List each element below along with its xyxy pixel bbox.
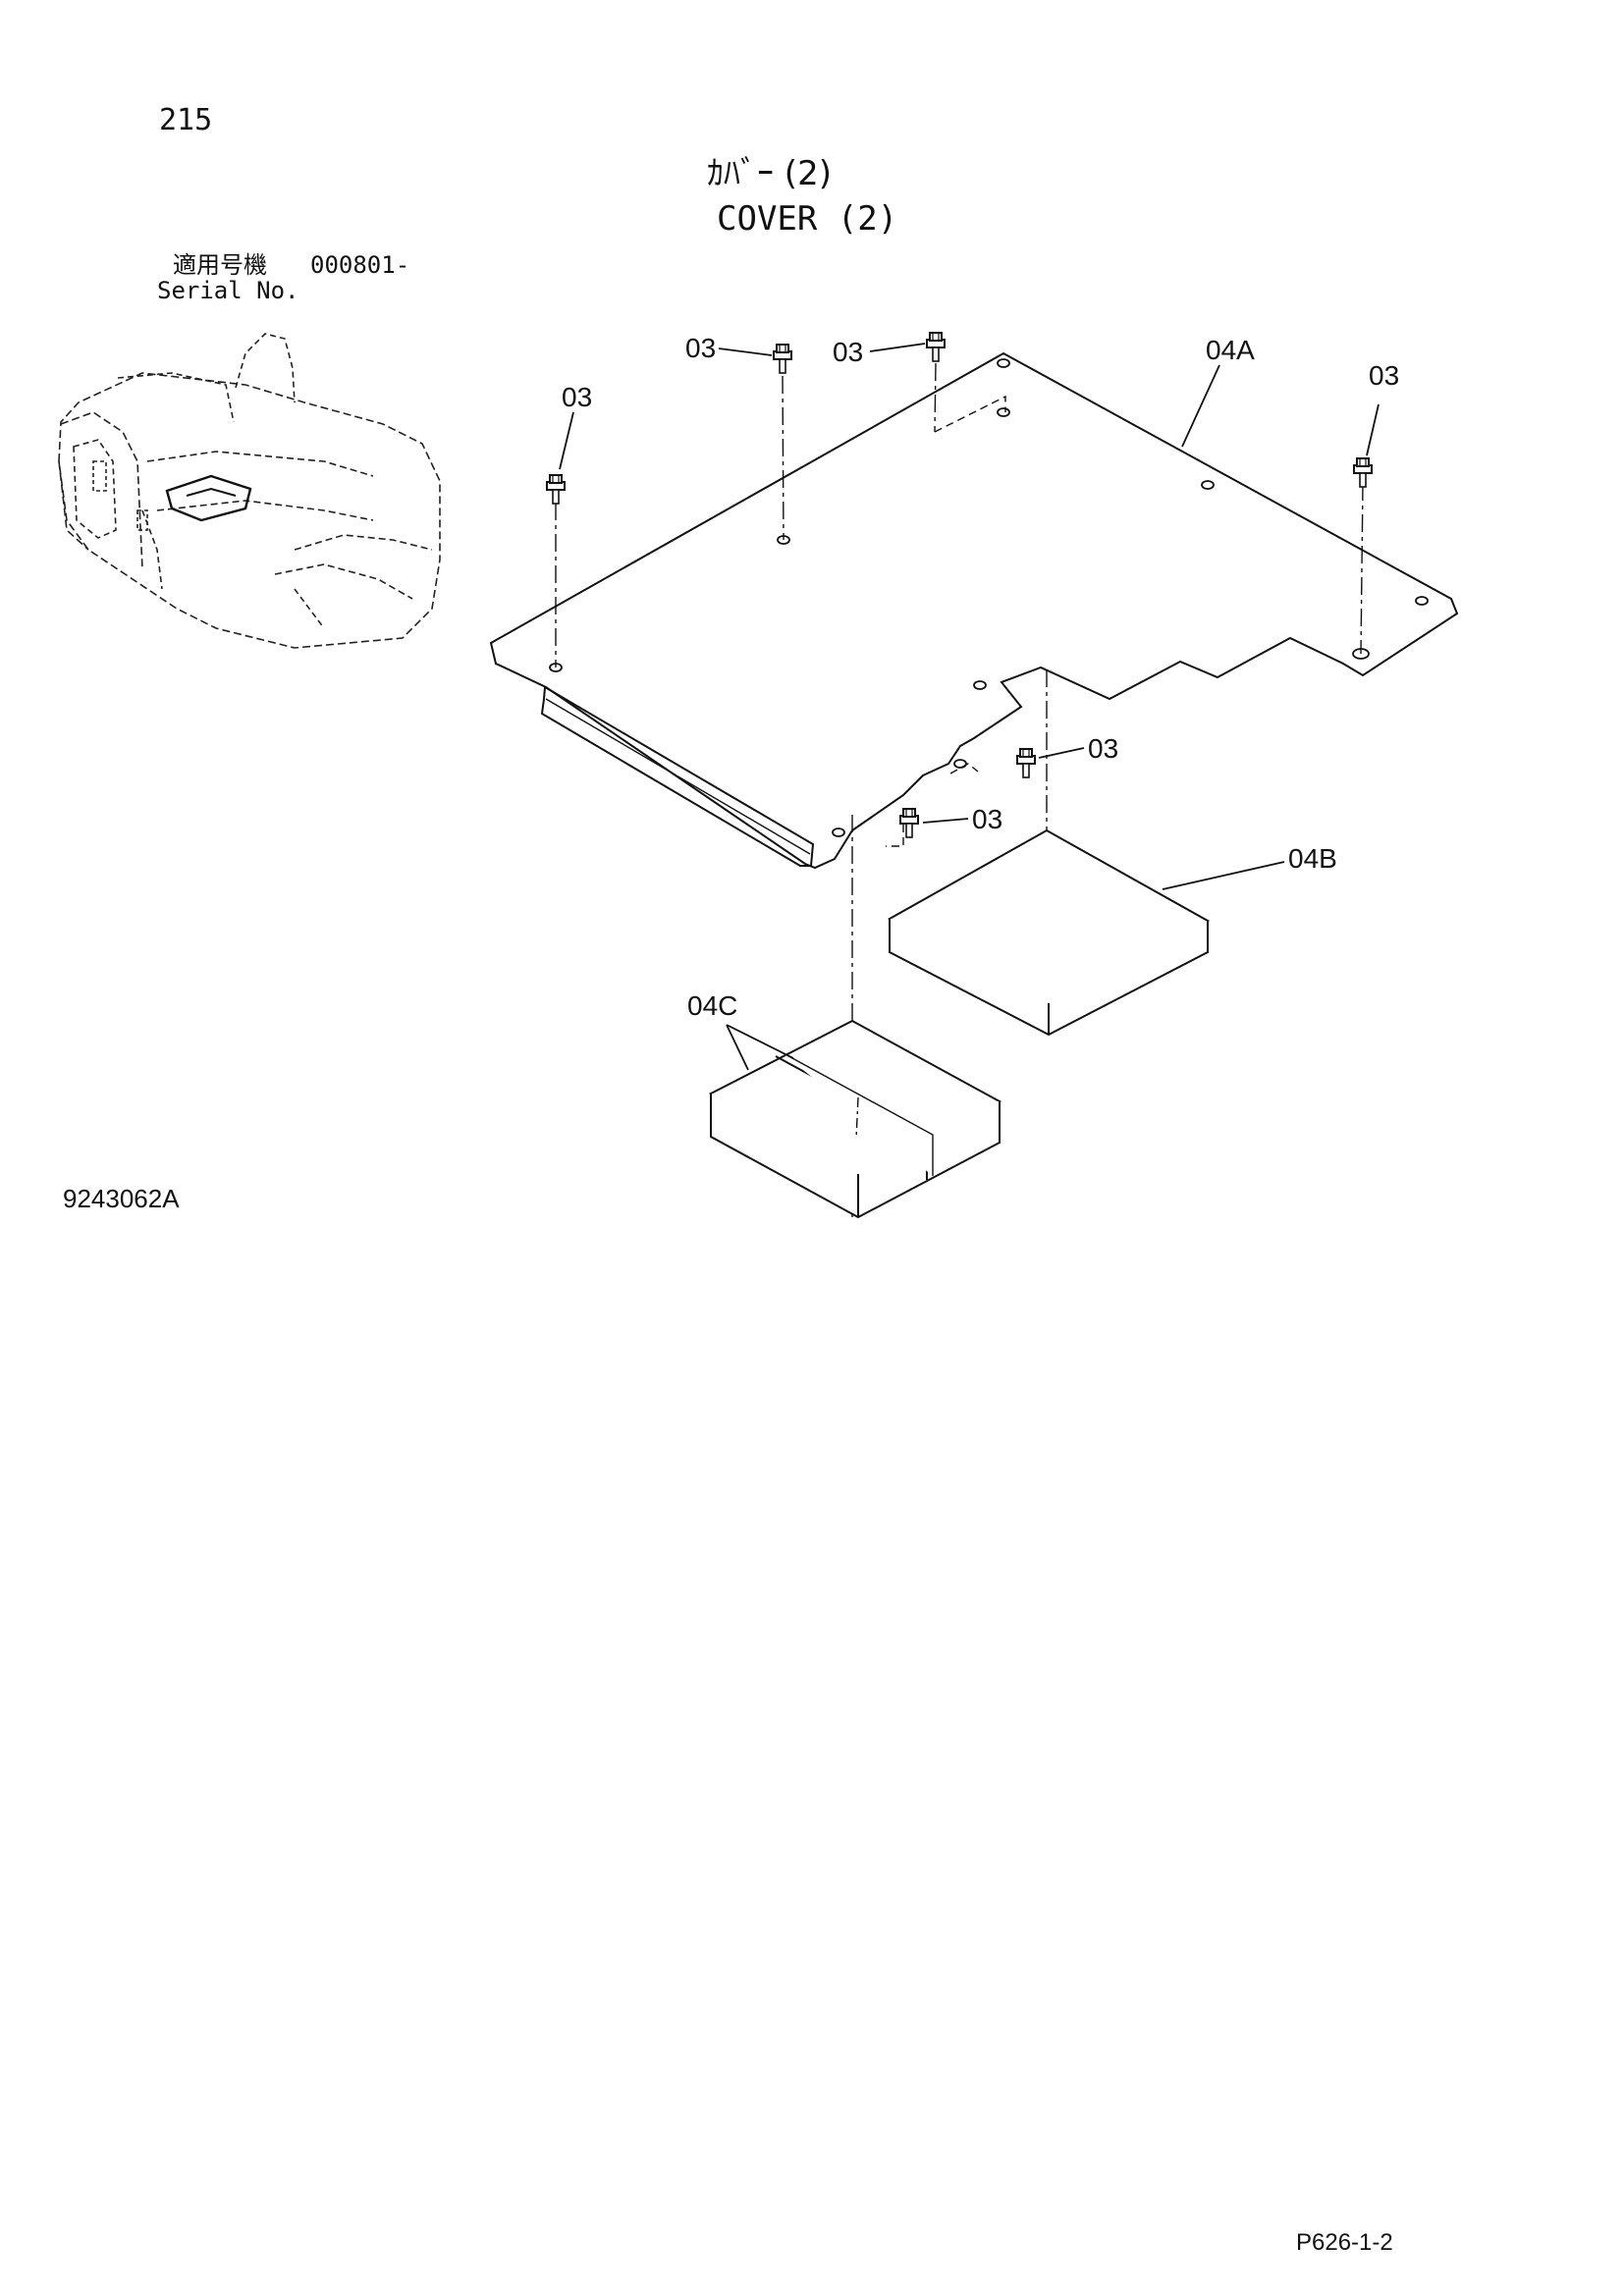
pad-04c: [708, 1019, 1002, 1219]
bolt-icon: [1353, 457, 1373, 488]
cover-plate-04a: [489, 351, 1459, 870]
title-english: COVER (2): [717, 199, 898, 239]
bolt-icon: [899, 808, 919, 838]
callout-03: 03: [833, 337, 863, 367]
callout-04b: 04B: [1288, 843, 1337, 874]
bolt-icon: [546, 474, 566, 505]
callout-03: 03: [1088, 733, 1118, 764]
callout-03: 03: [972, 804, 1002, 834]
page-number: 215: [159, 103, 213, 137]
leader-lines: [559, 343, 1380, 1071]
callout-03: 03: [685, 333, 716, 363]
pad-04b: [887, 828, 1211, 1037]
callout-03: 03: [1369, 360, 1399, 391]
machine-overview-thumbnail: [58, 333, 441, 649]
serial-label-japanese: 適用号機: [173, 251, 267, 279]
callout-labels: 03 03 03 04A 03 03 03 04B 04C: [562, 333, 1399, 1021]
drawing-id: 9243062A: [63, 1184, 180, 1213]
serial-number-value: 000801-: [310, 251, 410, 279]
title-japanese: ｶﾊﾞｰ (2): [707, 154, 832, 193]
callout-04a: 04A: [1206, 335, 1255, 365]
page-reference: P626-1-2: [1296, 2229, 1393, 2256]
callout-04c: 04C: [687, 990, 737, 1021]
mounting-holes: [549, 358, 1429, 837]
bolt-icon: [926, 332, 946, 362]
bolt-icon: [1016, 748, 1036, 778]
serial-label-english: Serial No.: [157, 277, 299, 304]
bolt-icon: [773, 344, 792, 374]
hidden-lines: [886, 395, 1032, 847]
callout-03: 03: [562, 382, 592, 412]
